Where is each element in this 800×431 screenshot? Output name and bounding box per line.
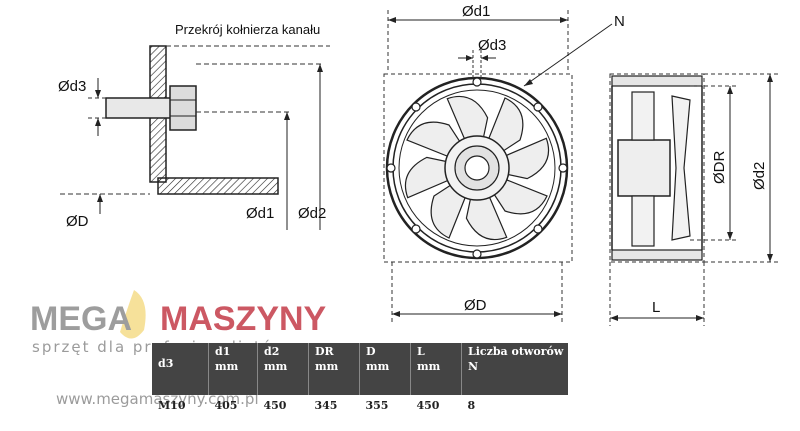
label-D-bottom: ØD	[464, 297, 487, 314]
cell-d3: M10	[158, 399, 186, 412]
label-d3-left: Ød3	[58, 78, 86, 95]
col-d3: d3	[152, 343, 209, 395]
bolt-shaft	[105, 97, 177, 119]
label-d2-left: Ød2	[298, 205, 326, 222]
watermark-brand-left: MEGA	[30, 300, 132, 338]
blade-profile	[671, 95, 691, 241]
label-d3-top: Ød3	[478, 37, 506, 54]
flame-logo-icon	[120, 290, 146, 339]
label-d2-right: Ød2	[751, 162, 768, 190]
label-L: L	[652, 299, 660, 316]
label-D-left: ØD	[66, 213, 89, 230]
label-DR: ØDR	[711, 151, 728, 185]
watermark-brand-right: MASZYNY	[160, 300, 327, 338]
fan-front-view: Ød1	[383, 3, 625, 322]
bolt-holes	[386, 77, 568, 259]
flange-section-view: Przekrój kołnierza kanału Ød3 ØD Ød1	[58, 22, 330, 230]
label-d1-top: Ød1	[462, 3, 490, 20]
cell-D: 355	[365, 399, 389, 412]
cell-L: 450	[416, 399, 440, 412]
table-row: M10 405 450 345 355 450 8	[152, 395, 568, 412]
fan-side-view: ØDR Ød2 L	[609, 73, 778, 326]
label-N: N	[614, 13, 625, 30]
cell-DR: 345	[314, 399, 338, 412]
bolt-nut	[169, 85, 197, 131]
motor-body	[617, 139, 671, 197]
cell-d2: 450	[263, 399, 287, 412]
cell-d1: 405	[214, 399, 238, 412]
cell-N: 8	[467, 399, 476, 412]
label-d1-left: Ød1	[246, 205, 274, 222]
section-caption: Przekrój kołnierza kanału	[175, 22, 320, 37]
duct-wall	[157, 177, 279, 195]
